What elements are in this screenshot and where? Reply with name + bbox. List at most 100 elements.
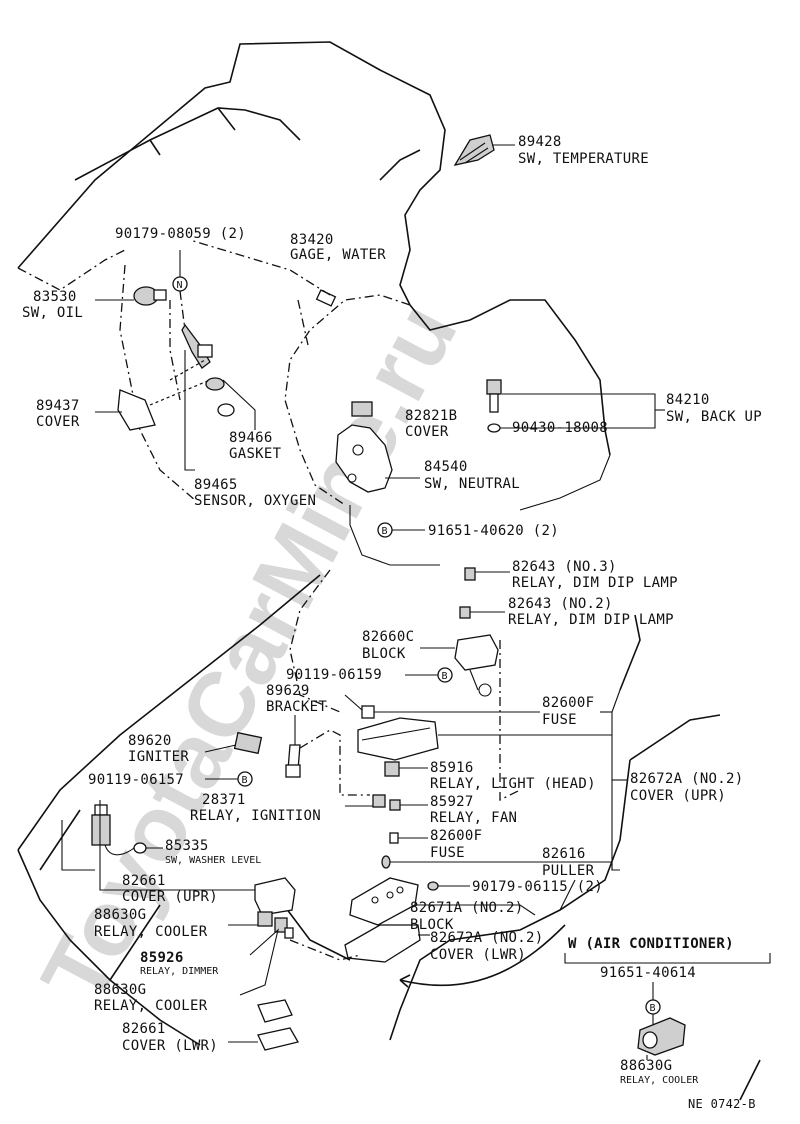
label-82672A-upr-num: 82672A (NO.2)	[630, 771, 743, 787]
label-90119-06157: 90119-06157	[88, 772, 184, 788]
callout-b-3: B	[237, 771, 253, 787]
variant-title: W (AIR CONDITIONER)	[568, 936, 734, 952]
label-89428-num: 89428	[518, 134, 562, 150]
callout-b-2: B	[437, 667, 453, 683]
label-89437-num: 89437	[36, 398, 80, 414]
cooler-relay-cover-upper-icon	[254, 877, 296, 916]
label-82600F-b-name: FUSE	[430, 845, 465, 861]
label-82672A-lwr-num: 82672A (NO.2)	[430, 930, 543, 946]
label-82671A-num: 82671A (NO.2)	[410, 900, 523, 916]
svg-text:B: B	[650, 1003, 656, 1014]
label-82661-lwr-num: 82661	[122, 1021, 166, 1037]
label-88630G-c-name: RELAY, COOLER	[620, 1075, 699, 1086]
gasket-icon	[205, 377, 235, 417]
label-82600F-b-num: 82600F	[430, 828, 482, 844]
cooler-relay-cover-lower-icon	[257, 999, 299, 1051]
label-89466-name: GASKET	[229, 446, 282, 462]
washer-level-switch-icon	[91, 804, 147, 856]
engine-outline	[17, 41, 611, 566]
label-89629-num: 89629	[266, 683, 310, 699]
label-82821B-num: 82821B	[405, 408, 457, 424]
label-82660C-name: BLOCK	[362, 646, 406, 662]
label-82661-upr-name: COVER (UPR)	[122, 889, 218, 905]
bracket-icon	[285, 744, 301, 778]
label-82672A-upr-name: COVER (UPR)	[630, 788, 726, 804]
label-88630G-c-num: 88630G	[620, 1058, 672, 1074]
label-82600F-a-num: 82600F	[542, 695, 594, 711]
fuse-b-icon	[389, 832, 399, 844]
fan-relay-icon	[372, 794, 401, 811]
label-85335-name: SW, WASHER LEVEL	[165, 855, 261, 866]
headlight-relay-icon	[384, 761, 400, 777]
label-88630G-b-name: RELAY, COOLER	[94, 998, 208, 1014]
callout-b-1: B	[377, 522, 393, 538]
label-84540-name: SW, NEUTRAL	[424, 476, 520, 492]
label-84540-num: 84540	[424, 459, 468, 475]
label-82616-num: 82616	[542, 846, 586, 862]
label-85926-name: RELAY, DIMMER	[140, 966, 219, 977]
label-82672A-lwr-name: COVER (LWR)	[430, 947, 526, 963]
label-82643-3-name: RELAY, DIM DIP LAMP	[512, 575, 678, 591]
neutral-cover-icon	[351, 401, 373, 417]
label-90430: 90430-18008	[512, 420, 608, 436]
nut-icon	[427, 881, 439, 891]
label-89466-num: 89466	[229, 430, 273, 446]
cooler-relay-icon	[257, 911, 294, 939]
label-91651-40614: 91651-40614	[600, 965, 696, 981]
backup-switch-icon	[486, 379, 502, 413]
variant-cooler-relay-icon	[637, 1017, 686, 1056]
dim-dip-relay-2-icon	[459, 606, 471, 619]
label-85926-num: 85926	[140, 950, 184, 966]
label-85927-num: 85927	[430, 794, 474, 810]
label-90119-06159: 90119-06159	[286, 667, 382, 683]
label-85335-num: 85335	[165, 838, 209, 854]
temperature-switch-icon	[453, 134, 495, 166]
label-83530-name: SW, OIL	[22, 305, 83, 321]
label-88630G-a-name: RELAY, COOLER	[94, 924, 208, 940]
label-85927-name: RELAY, FAN	[430, 810, 517, 826]
svg-text:B: B	[242, 775, 248, 786]
label-82671A-name: BLOCK	[410, 917, 454, 933]
label-28371-name: RELAY, IGNITION	[190, 808, 321, 824]
watermark: ToyotaCarMine.ru	[23, 287, 477, 1019]
puller-icon	[381, 855, 391, 869]
label-89620-name: IGNITER	[128, 749, 189, 765]
label-83420-name: GAGE, WATER	[290, 247, 386, 263]
oxygen-sensor-icon	[181, 323, 213, 369]
label-82616-name: PULLER	[542, 863, 595, 879]
label-83420-num: 83420	[290, 232, 334, 248]
label-89437-name: COVER	[36, 414, 80, 430]
label-82661-lwr-name: COVER (LWR)	[122, 1038, 218, 1054]
label-89428-name: SW, TEMPERATURE	[518, 151, 649, 167]
svg-text:B: B	[442, 671, 448, 682]
label-84210-num: 84210	[666, 392, 710, 408]
callout-n: N	[172, 276, 188, 292]
figure-code: NE 0742-B	[688, 1097, 756, 1111]
label-82821B-name: COVER	[405, 424, 449, 440]
label-88630G-a-num: 88630G	[94, 907, 146, 923]
label-82643-2-num: 82643 (NO.2)	[508, 596, 613, 612]
label-82660C-num: 82660C	[362, 629, 414, 645]
body-outline	[17, 569, 761, 1101]
label-82643-2-name: RELAY, DIM DIP LAMP	[508, 612, 674, 628]
label-88630G-b-num: 88630G	[94, 982, 146, 998]
label-89465-num: 89465	[194, 477, 238, 493]
labels: 89428 SW, TEMPERATURE 90179-08059 (2) 83…	[22, 134, 762, 1111]
variant-bracket	[564, 953, 771, 964]
svg-text:B: B	[382, 526, 388, 537]
oil-switch-icon	[133, 286, 167, 306]
upper-cover-icon	[357, 717, 439, 761]
label-89629-name: BRACKET	[266, 699, 327, 715]
label-91651-40620: 91651-40620 (2)	[428, 523, 559, 539]
label-82643-3-num: 82643 (NO.3)	[512, 559, 617, 575]
label-85916-name: RELAY, LIGHT (HEAD)	[430, 776, 596, 792]
label-82600F-a-name: FUSE	[542, 712, 577, 728]
heat-cover-icon	[117, 389, 156, 431]
junction-block-icon	[454, 634, 499, 697]
relay-block-icon	[349, 877, 419, 926]
igniter-icon	[233, 731, 263, 755]
svg-text:N: N	[177, 280, 183, 291]
label-90179-08059: 90179-08059 (2)	[115, 226, 246, 242]
label-89620-num: 89620	[128, 733, 172, 749]
